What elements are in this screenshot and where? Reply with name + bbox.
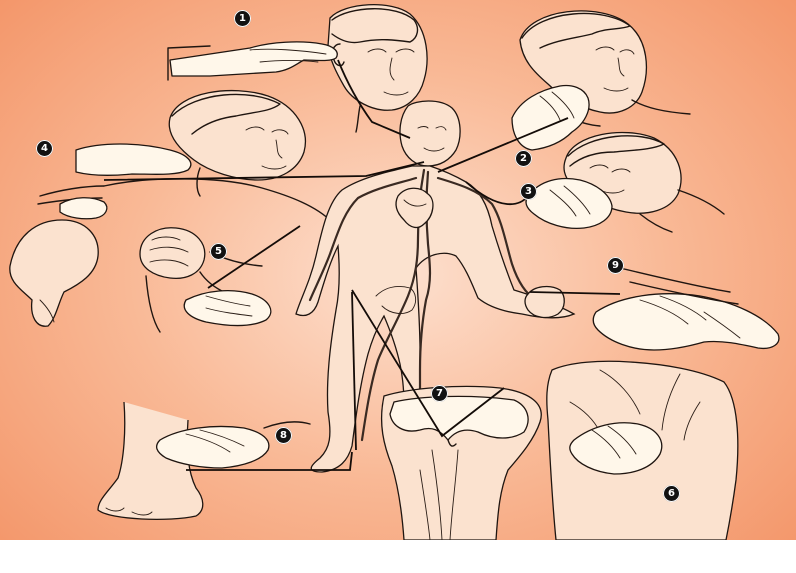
marker-site-9: 9 — [607, 257, 624, 274]
marker-site-7: 7 — [431, 385, 448, 402]
panel-9-wrist-hand — [525, 268, 779, 350]
marker-site-1: 1 — [234, 10, 251, 27]
panel-7-legs — [382, 386, 542, 540]
marker-site-2: 2 — [515, 150, 532, 167]
panel-5-arm-fist — [140, 228, 271, 332]
marker-site-8: 8 — [275, 427, 292, 444]
marker-site-4: 4 — [36, 140, 53, 157]
panel-4-subclavian-figure — [10, 91, 332, 327]
marker-site-5: 5 — [210, 243, 227, 260]
panel-3-carotid-head — [526, 132, 724, 232]
panel-2-facial-head — [512, 11, 690, 150]
panel-8-foot — [98, 402, 310, 519]
marker-site-6: 6 — [663, 485, 680, 502]
panel-6-pelvis-femoral — [547, 361, 738, 540]
marker-site-3: 3 — [520, 183, 537, 200]
